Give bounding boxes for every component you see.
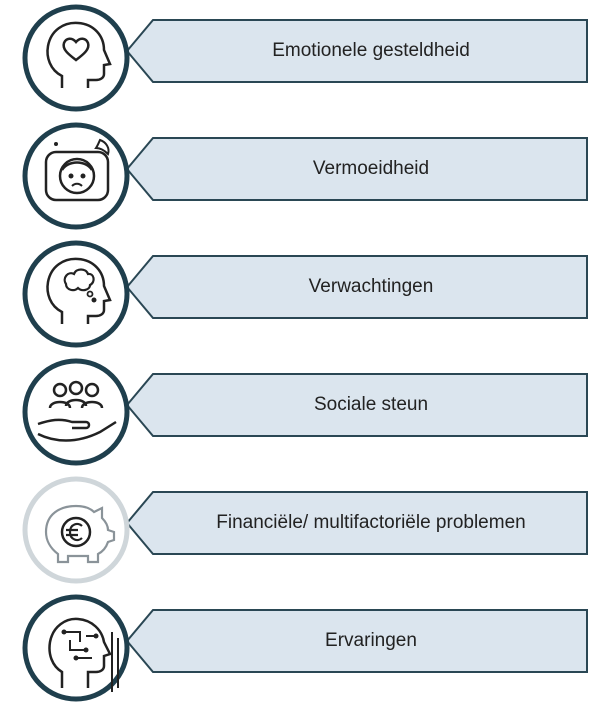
factor-row-emotionele-gesteldheid: Emotionele gesteldheid	[0, 0, 602, 118]
factor-banner: Vermoeidheid	[125, 136, 589, 202]
head-heart-icon	[22, 4, 130, 112]
factor-banner: Emotionele gesteldheid	[125, 18, 589, 84]
factor-banner: Financiële/ multifactoriële problemen	[125, 490, 589, 556]
factor-label: Vermoeidheid	[312, 158, 430, 179]
tired-face-pillow-icon	[22, 122, 130, 230]
factor-row-ervaringen: Ervaringen	[0, 590, 602, 708]
piggy-bank-euro-icon	[22, 476, 130, 584]
head-thought-icon	[22, 240, 130, 348]
factor-banner: Verwachtingen	[125, 254, 589, 320]
factor-row-verwachtingen: Verwachtingen	[0, 236, 602, 354]
factor-row-vermoeidheid: Vermoeidheid	[0, 118, 602, 236]
factor-row-sociale-steun: Sociale steun	[0, 354, 602, 472]
factor-label: Emotionele gesteldheid	[272, 40, 470, 61]
head-circuit-icon	[22, 594, 130, 702]
factor-row-financiele-problemen: Financiële/ multifactoriële problemen	[0, 472, 602, 590]
factor-label: Sociale steun	[313, 394, 429, 415]
factor-label: Financiële/ multifactoriële problemen	[216, 512, 526, 533]
factor-label: Verwachtingen	[308, 276, 434, 297]
hand-people-icon	[22, 358, 130, 466]
factor-banner: Sociale steun	[125, 372, 589, 438]
factor-label: Ervaringen	[325, 630, 417, 651]
factor-banner: Ervaringen	[125, 608, 589, 674]
